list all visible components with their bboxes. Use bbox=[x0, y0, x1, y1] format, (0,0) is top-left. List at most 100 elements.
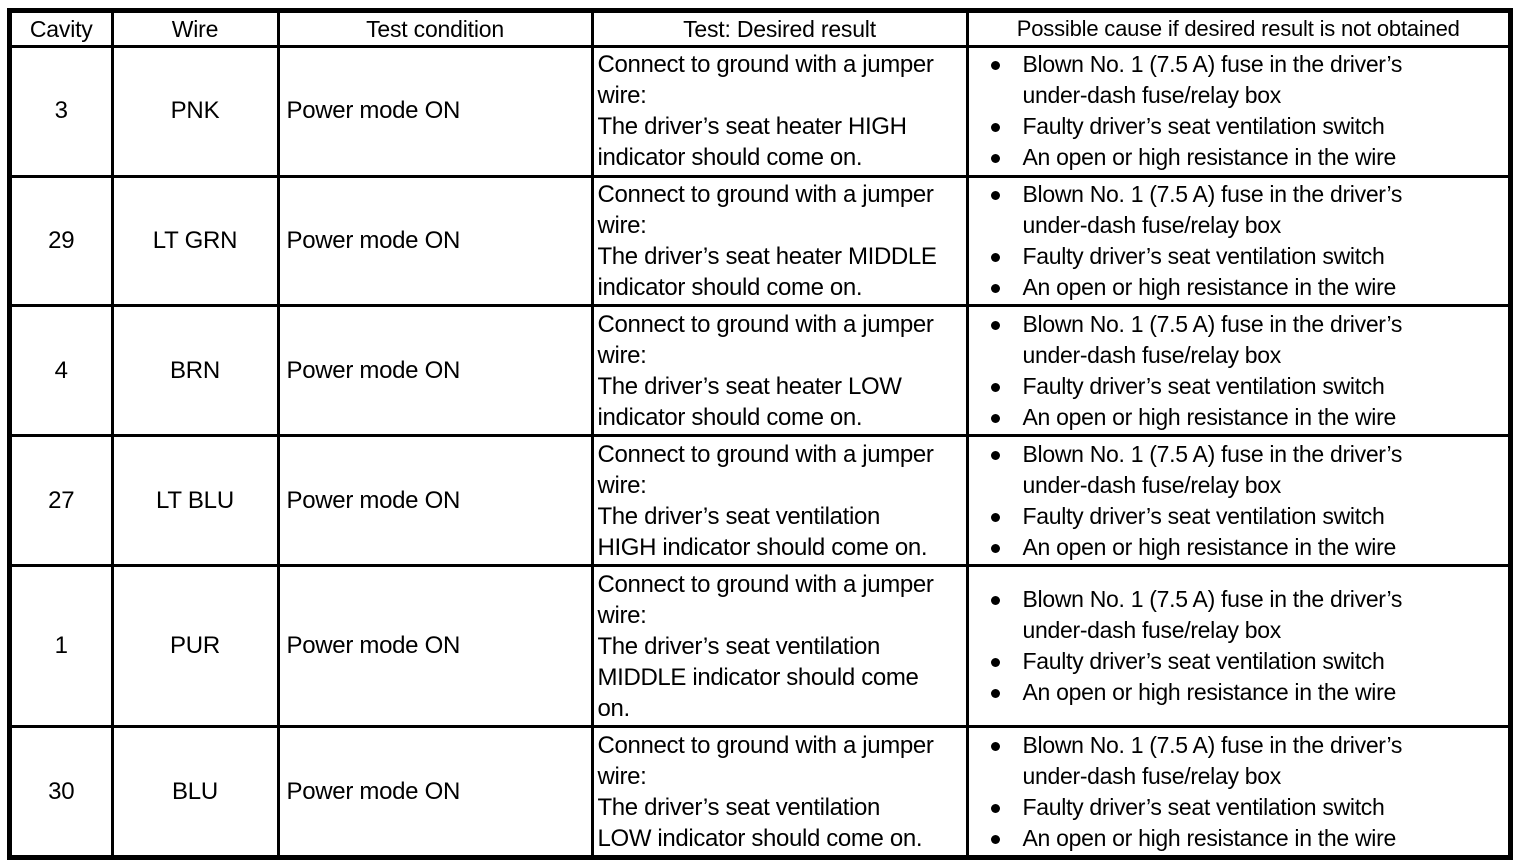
bullet-icon bbox=[990, 253, 1000, 263]
test-result-line: The driver’s seat ventilation bbox=[597, 793, 881, 821]
test-result-line: indicator should come on. bbox=[597, 274, 863, 302]
test-result-lines: Connect to ground with a jumper wire: The … bbox=[594, 179, 966, 303]
test-result-line: wire: bbox=[597, 82, 647, 110]
test-result-line: wire: bbox=[597, 212, 647, 240]
possible-cause-text: Faulty driver’s seat ventilation switch bbox=[1023, 241, 1509, 272]
possible-cause-line: under-dash fuse/relay box bbox=[1022, 471, 1282, 498]
column-header-test-desired-result: Test: Desired result bbox=[592, 13, 969, 48]
test-result-line: The driver’s seat heater MIDDLE bbox=[597, 243, 937, 271]
cell-possible-cause: Blown No. 1 (7.5 A) fuse in the driver’s… bbox=[967, 305, 1509, 438]
cell-wire: LT BLU bbox=[112, 435, 280, 567]
possible-cause-text: An open or high resistance in the wire bbox=[1023, 142, 1509, 173]
possible-cause-item: An open or high resistance in the wire bbox=[985, 142, 1509, 173]
possible-cause-line: An open or high resistance in the wire bbox=[1022, 403, 1397, 430]
test-condition-text: Power mode ON bbox=[286, 777, 461, 805]
cell-wire: PNK bbox=[112, 46, 280, 178]
possible-cause-line: Blown No. 1 (7.5 A) fuse in the driver’s bbox=[1022, 586, 1403, 613]
possible-cause-text: Faulty driver’s seat ventilation switch bbox=[1023, 371, 1509, 402]
cell-cavity: 27 bbox=[12, 435, 114, 567]
test-result-line: Connect to ground with a jumper bbox=[597, 51, 934, 79]
possible-cause-line: Blown No. 1 (7.5 A) fuse in the driver’s bbox=[1022, 731, 1403, 758]
bullet-icon bbox=[990, 191, 1000, 201]
test-result-line: indicator should come on. bbox=[597, 144, 863, 172]
cell-wire: BLU bbox=[112, 726, 280, 855]
cell-cavity: 1 bbox=[12, 565, 114, 729]
test-result-line: wire: bbox=[597, 762, 647, 790]
possible-cause-item: Faulty driver’s seat ventilation switch bbox=[985, 241, 1509, 272]
possible-cause-text: Faulty driver’s seat ventilation switch bbox=[1023, 501, 1509, 532]
possible-cause-text: Blown No. 1 (7.5 A) fuse in the driver’s… bbox=[1023, 439, 1509, 501]
possible-cause-text: Blown No. 1 (7.5 A) fuse in the driver’s… bbox=[1023, 309, 1509, 371]
possible-cause-line: Faulty driver’s seat ventilation switch bbox=[1022, 502, 1385, 529]
cell-test-condition: Power mode ON bbox=[278, 565, 594, 729]
possible-cause-line: under-dash fuse/relay box bbox=[1022, 762, 1282, 789]
bullet-icon bbox=[990, 834, 1000, 844]
circuit-test-table: Cavity Wire Test condition Test: Desired… bbox=[12, 13, 1508, 855]
possible-cause-item: Faulty driver’s seat ventilation switch bbox=[985, 646, 1509, 677]
bullet-icon bbox=[990, 689, 1000, 699]
cell-possible-cause: Blown No. 1 (7.5 A) fuse in the driver’s… bbox=[967, 565, 1509, 729]
possible-cause-line: Blown No. 1 (7.5 A) fuse in the driver’s bbox=[1022, 440, 1403, 467]
possible-cause-item: Faulty driver’s seat ventilation switch bbox=[985, 371, 1509, 402]
cell-wire: LT GRN bbox=[112, 176, 280, 308]
cell-cavity: 29 bbox=[12, 176, 114, 308]
possible-cause-line: An open or high resistance in the wire bbox=[1022, 274, 1397, 301]
cell-test-desired-result: Connect to ground with a jumper wire: The … bbox=[592, 176, 969, 308]
test-condition-text: Power mode ON bbox=[286, 486, 461, 514]
possible-cause-text: Blown No. 1 (7.5 A) fuse in the driver’s… bbox=[1023, 49, 1509, 111]
cell-possible-cause: Blown No. 1 (7.5 A) fuse in the driver’s… bbox=[967, 435, 1509, 567]
bullet-icon bbox=[990, 596, 1000, 606]
possible-cause-text: An open or high resistance in the wire bbox=[1023, 402, 1509, 433]
bullet-icon bbox=[990, 741, 1000, 751]
test-result-line: The driver’s seat ventilation bbox=[597, 502, 881, 530]
possible-cause-item: An open or high resistance in the wire bbox=[985, 823, 1509, 854]
possible-cause-line: An open or high resistance in the wire bbox=[1022, 824, 1397, 851]
bullet-icon bbox=[990, 658, 1000, 668]
possible-cause-list: Blown No. 1 (7.5 A) fuse in the driver’s… bbox=[969, 179, 1509, 303]
possible-cause-line: An open or high resistance in the wire bbox=[1022, 533, 1397, 560]
bullet-icon bbox=[990, 382, 1000, 392]
cell-test-condition: Power mode ON bbox=[278, 305, 594, 438]
possible-cause-item: Blown No. 1 (7.5 A) fuse in the driver’s… bbox=[985, 730, 1509, 792]
cell-test-condition: Power mode ON bbox=[278, 726, 594, 855]
possible-cause-item: An open or high resistance in the wire bbox=[985, 532, 1509, 563]
test-result-line: MIDDLE indicator should come bbox=[597, 663, 919, 691]
possible-cause-item: An open or high resistance in the wire bbox=[985, 272, 1509, 303]
test-condition-text: Power mode ON bbox=[286, 97, 461, 125]
possible-cause-text: Blown No. 1 (7.5 A) fuse in the driver’s… bbox=[1023, 179, 1509, 241]
test-result-line: on. bbox=[597, 694, 631, 722]
test-result-line: The driver’s seat ventilation bbox=[597, 632, 881, 660]
cell-possible-cause: Blown No. 1 (7.5 A) fuse in the driver’s… bbox=[967, 176, 1509, 308]
possible-cause-item: Blown No. 1 (7.5 A) fuse in the driver’s… bbox=[985, 439, 1509, 501]
test-result-line: LOW indicator should come on. bbox=[597, 824, 923, 852]
possible-cause-line: under-dash fuse/relay box bbox=[1022, 82, 1282, 109]
test-result-line: wire: bbox=[597, 471, 647, 499]
possible-cause-line: Blown No. 1 (7.5 A) fuse in the driver’s bbox=[1022, 51, 1403, 78]
possible-cause-item: Faulty driver’s seat ventilation switch bbox=[985, 111, 1509, 142]
test-result-line: Connect to ground with a jumper bbox=[597, 181, 934, 209]
possible-cause-list: Blown No. 1 (7.5 A) fuse in the driver’s… bbox=[969, 439, 1509, 563]
bullet-icon bbox=[990, 512, 1000, 522]
bullet-icon bbox=[990, 61, 1000, 71]
bullet-icon bbox=[990, 413, 1000, 423]
possible-cause-item: Blown No. 1 (7.5 A) fuse in the driver’s… bbox=[985, 584, 1509, 646]
test-condition-text: Power mode ON bbox=[286, 227, 461, 255]
possible-cause-item: Faulty driver’s seat ventilation switch bbox=[985, 792, 1509, 823]
test-result-line: HIGH indicator should come on. bbox=[597, 533, 928, 561]
test-result-line: Connect to ground with a jumper bbox=[597, 570, 934, 598]
possible-cause-item: An open or high resistance in the wire bbox=[985, 677, 1509, 708]
test-result-line: indicator should come on. bbox=[597, 403, 863, 431]
spec-table-container: Cavity Wire Test condition Test: Desired… bbox=[7, 8, 1513, 860]
test-result-line: The driver’s seat heater LOW bbox=[597, 372, 902, 400]
test-condition-text: Power mode ON bbox=[286, 632, 461, 660]
test-result-line: Connect to ground with a jumper bbox=[597, 440, 934, 468]
possible-cause-item: Blown No. 1 (7.5 A) fuse in the driver’s… bbox=[985, 49, 1509, 111]
